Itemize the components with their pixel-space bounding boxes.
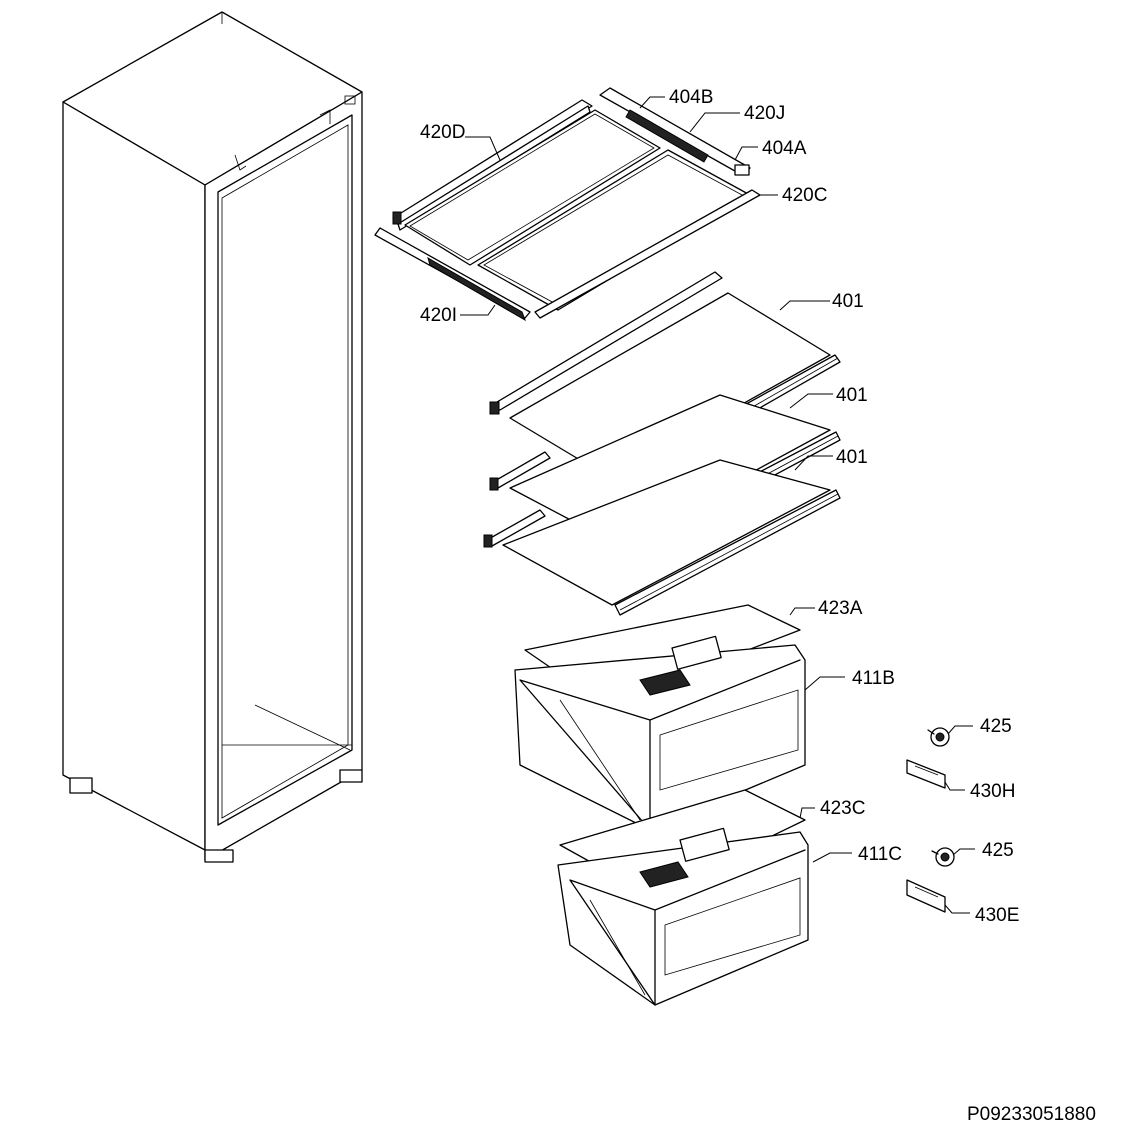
- label-404A: 404A: [762, 138, 807, 159]
- label-411C: 411C: [858, 844, 902, 865]
- label-430E: 430E: [975, 905, 1019, 926]
- slider-430E: [906, 879, 946, 913]
- label-425-a: 425: [980, 716, 1012, 737]
- crisper-drawer-lower: [557, 789, 809, 1006]
- label-423C: 423C: [820, 798, 865, 819]
- label-430H: 430H: [970, 781, 1015, 802]
- crisper-drawer-upper: [514, 604, 806, 831]
- part-labels: 420D 404B 420J 404A 420C 420I 401 401 40…: [420, 87, 1019, 926]
- label-420I: 420I: [420, 305, 457, 326]
- slider-430H: [906, 759, 946, 789]
- label-420J: 420J: [744, 103, 785, 124]
- label-423A: 423A: [818, 598, 863, 619]
- label-420C: 420C: [782, 185, 827, 206]
- knob-425-upper: [927, 727, 950, 747]
- label-420D: 420D: [420, 122, 465, 143]
- label-425-b: 425: [982, 840, 1014, 861]
- label-404B: 404B: [669, 87, 713, 108]
- top-shelf-assembly: [374, 87, 761, 322]
- refrigerator-cabinet: [62, 11, 363, 863]
- label-401-a: 401: [832, 291, 864, 312]
- label-411B: 411B: [852, 668, 895, 689]
- drawing-code: P09233051880: [967, 1104, 1096, 1125]
- leader-lines: [460, 96, 975, 914]
- glass-shelf-3: [483, 459, 841, 616]
- label-401-c: 401: [836, 447, 868, 468]
- knob-425-lower: [931, 847, 955, 867]
- label-401-b: 401: [836, 385, 868, 406]
